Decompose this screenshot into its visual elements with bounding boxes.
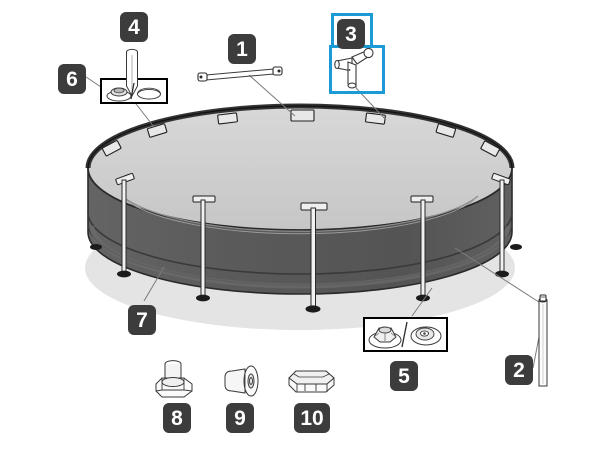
part-badge-7[interactable]: 7	[128, 305, 156, 335]
part-badge-5[interactable]: 5	[390, 361, 418, 391]
part-9-artwork	[224, 365, 259, 397]
part-6-artwork	[106, 82, 161, 102]
part-4-artwork	[126, 48, 138, 98]
part-badge-9[interactable]: 9	[226, 403, 254, 433]
part-badge-6[interactable]: 6	[58, 64, 86, 94]
part-badge-1[interactable]: 1	[228, 34, 256, 64]
part-1-artwork	[197, 66, 283, 82]
part-2-artwork	[538, 294, 548, 387]
part-5-artwork	[368, 321, 442, 349]
part-badge-2[interactable]: 2	[505, 355, 533, 385]
part-badge-8[interactable]: 8	[163, 403, 191, 433]
part-badge-10[interactable]: 10	[294, 403, 330, 433]
part-badge-4[interactable]: 4	[120, 12, 148, 42]
part-10-artwork	[288, 370, 335, 393]
part-8-artwork	[155, 360, 193, 398]
part-badge-3[interactable]: 3	[337, 19, 365, 49]
part-3-artwork	[334, 48, 374, 89]
